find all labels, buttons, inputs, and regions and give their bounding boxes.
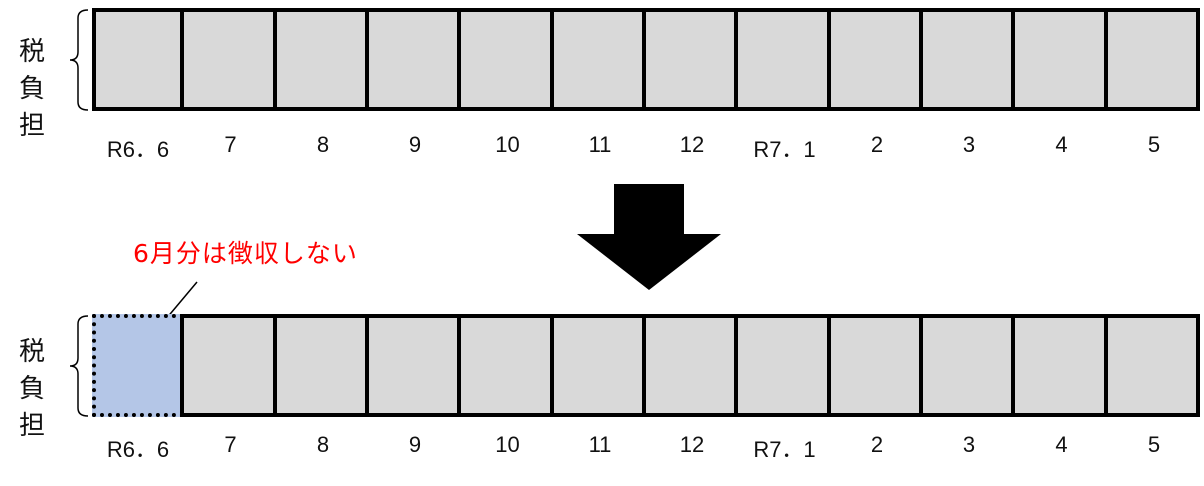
month-label: R7．1	[753, 137, 816, 162]
month-label: 5	[1147, 432, 1161, 457]
month-label: 4	[1055, 132, 1068, 157]
month-cell	[919, 8, 1015, 111]
month-cell	[827, 8, 923, 111]
month-label: 8	[316, 132, 330, 157]
exemption-callout: 6月分は徴収しない	[133, 239, 358, 268]
month-cell	[1011, 8, 1108, 111]
monthly-cells-bottom	[92, 314, 1200, 417]
month-cell	[642, 314, 738, 417]
tax-burden-label-bottom: 税 負 担	[14, 334, 50, 445]
label-char: 税	[18, 37, 45, 67]
month-label: 11	[588, 432, 612, 457]
label-char: 税	[18, 337, 45, 367]
label-char: 負	[18, 374, 45, 404]
label-char: 負	[18, 74, 45, 104]
label-char: 担	[18, 411, 45, 441]
tax-burden-label-top: 税 負 担	[14, 34, 50, 145]
monthly-cells-top	[92, 8, 1200, 111]
month-cell	[457, 314, 554, 417]
month-cell	[1011, 314, 1108, 417]
month-label: 12	[679, 432, 705, 457]
month-cell	[273, 314, 369, 417]
month-label: 11	[588, 132, 612, 157]
month-label: 3	[962, 132, 976, 157]
brace-bottom	[69, 315, 89, 417]
month-cell	[642, 8, 738, 111]
month-labels-bottom: R6．6 7 8 9 10 11 12 R7．1 2 3 4 5	[92, 432, 1200, 462]
month-cell	[365, 314, 461, 417]
month-cell	[919, 314, 1015, 417]
month-cell	[180, 314, 277, 417]
month-label: 4	[1055, 432, 1068, 457]
month-label: 2	[870, 432, 884, 457]
month-label: 9	[408, 432, 422, 457]
month-cell	[180, 8, 277, 111]
month-cell	[365, 8, 461, 111]
exempt-month-cell	[92, 314, 184, 417]
month-label: 7	[224, 132, 237, 157]
month-label: 3	[962, 432, 976, 457]
down-arrow-icon	[577, 184, 721, 290]
month-labels-top: R6．6 7 8 9 10 11 12 R7．1 2 3 4 5	[92, 132, 1200, 162]
month-label: 12	[679, 132, 705, 157]
month-cell	[734, 8, 831, 111]
month-label: 10	[495, 132, 520, 157]
month-cell	[827, 314, 923, 417]
month-label: 10	[495, 432, 520, 457]
month-cell	[92, 8, 184, 111]
month-label: 9	[408, 132, 422, 157]
month-label: 7	[224, 432, 237, 457]
month-cell	[550, 8, 646, 111]
label-char: 担	[18, 111, 45, 141]
month-label: R6．6	[106, 137, 170, 162]
month-cell	[1104, 8, 1200, 111]
brace-top	[69, 9, 89, 111]
month-label: R7．1	[753, 437, 816, 462]
month-label: R6．6	[106, 437, 170, 462]
month-label: 8	[316, 432, 330, 457]
month-cell	[457, 8, 554, 111]
month-cell	[550, 314, 646, 417]
month-label: 2	[870, 132, 884, 157]
month-cell	[273, 8, 369, 111]
month-label: 5	[1147, 132, 1161, 157]
month-cell	[734, 314, 831, 417]
month-cell	[1104, 314, 1200, 417]
